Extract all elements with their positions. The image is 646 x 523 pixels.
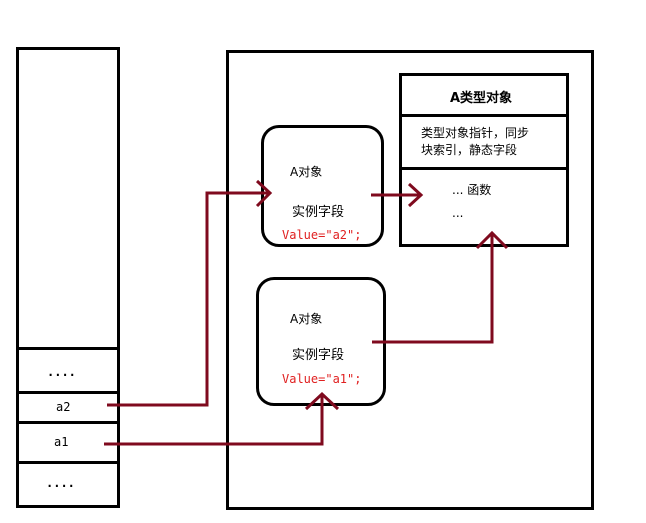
stack-divider (16, 391, 120, 394)
object-a1-value: Value="a1"; (282, 372, 362, 386)
type-object-divider (399, 167, 569, 170)
type-object-title: A类型对象 (450, 91, 513, 106)
object-a2-value: Value="a2"; (282, 228, 362, 242)
type-object-overhead-line2: 块索引，静态字段 (421, 143, 518, 157)
object-a1-field-label: 实例字段 (292, 348, 345, 363)
object-a2-field-label: 实例字段 (292, 205, 345, 220)
object-a2-title: A对象 (290, 165, 323, 179)
stack-cell-ellipsis-top: .... (47, 365, 76, 379)
stack-divider (16, 461, 120, 464)
object-a1-title: A对象 (290, 312, 323, 326)
object-a1 (256, 277, 386, 406)
type-object-methods-line1: ... 函数 (452, 183, 492, 197)
stack-divider (16, 421, 120, 424)
stack-cell-a1: a1 (54, 435, 69, 449)
stack-cell-a2: a2 (56, 400, 71, 414)
stack-divider (16, 347, 120, 350)
type-object-divider (399, 114, 569, 117)
type-object-methods-line2: ... (452, 206, 464, 220)
stack-cell-ellipsis-bottom: .... (46, 476, 75, 490)
type-object-overhead-line1: 类型对象指针，同步 (421, 126, 530, 140)
